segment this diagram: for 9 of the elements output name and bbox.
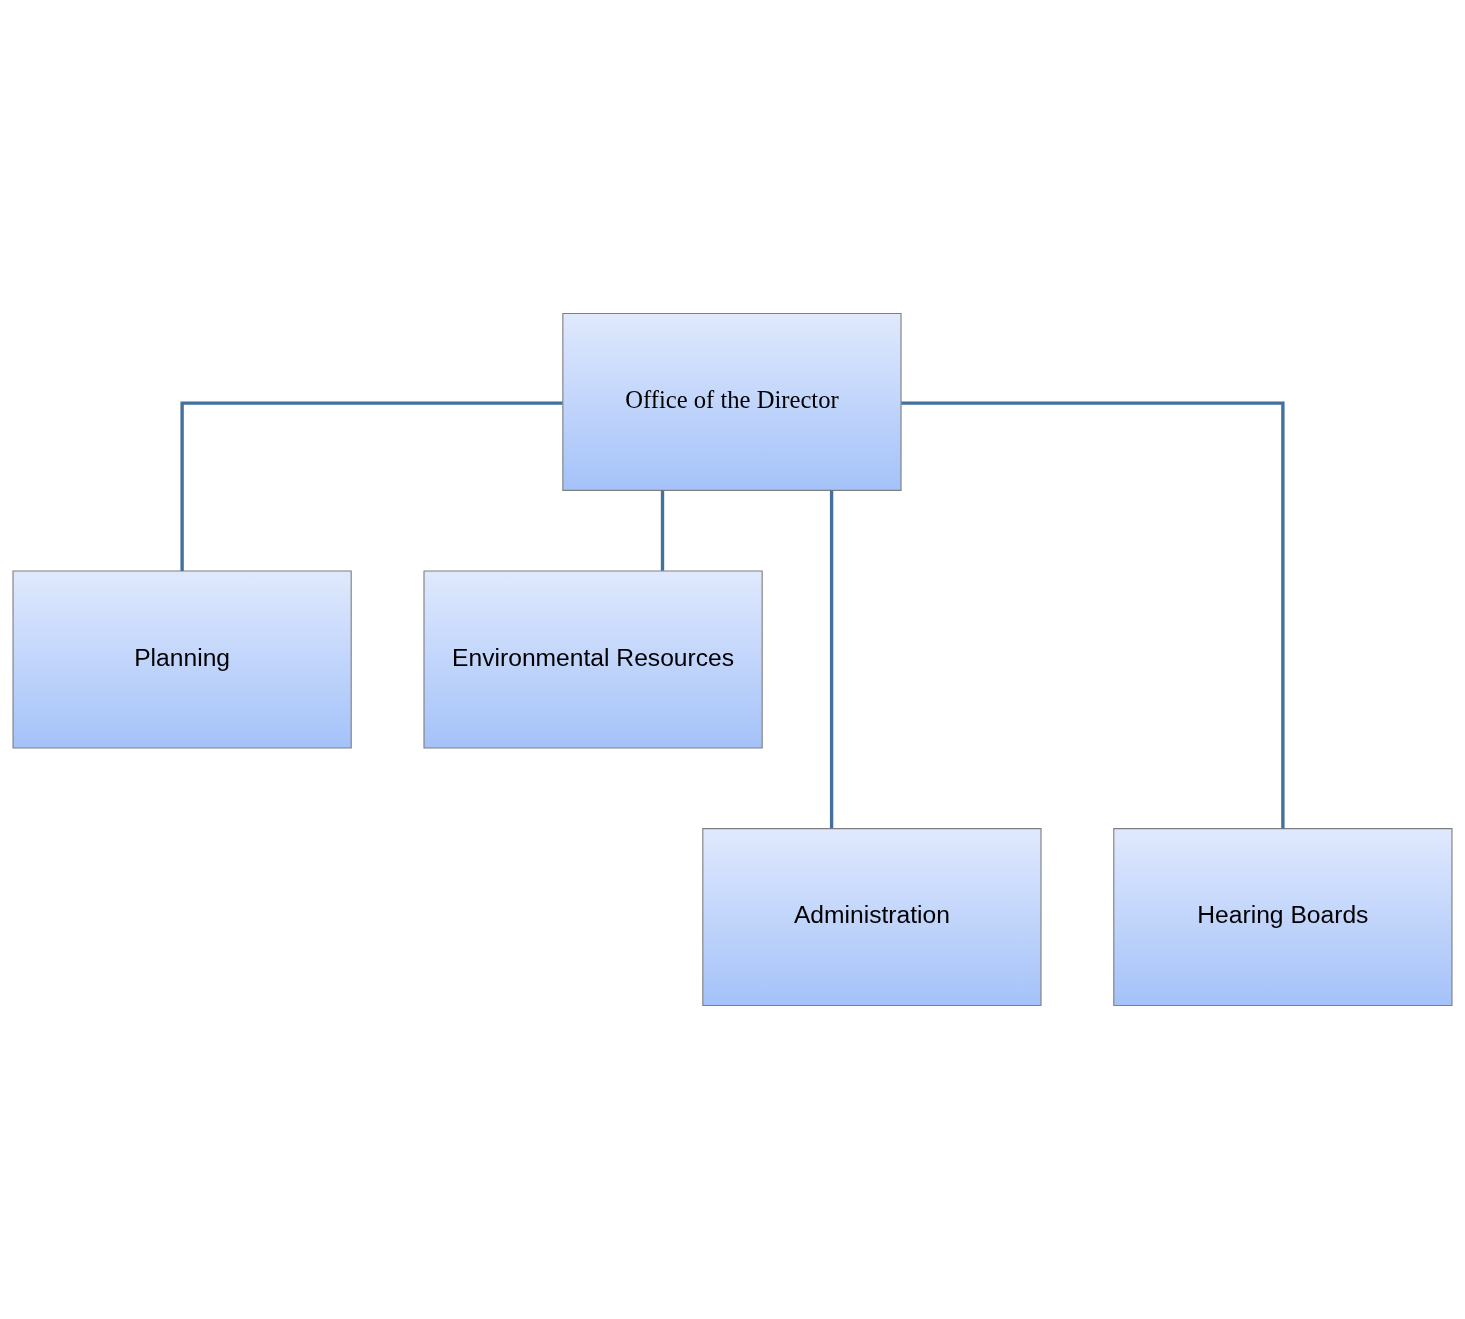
node-box: Administration	[702, 828, 1042, 1007]
node-box: Hearing Boards	[1113, 828, 1453, 1007]
connector	[660, 490, 665, 571]
connector	[180, 401, 563, 571]
connector	[901, 401, 1285, 829]
node-box: Office of the Director	[562, 312, 902, 491]
node-box: Planning	[12, 570, 352, 749]
node-box: Environmental Resources	[423, 570, 763, 749]
connector	[829, 490, 834, 829]
